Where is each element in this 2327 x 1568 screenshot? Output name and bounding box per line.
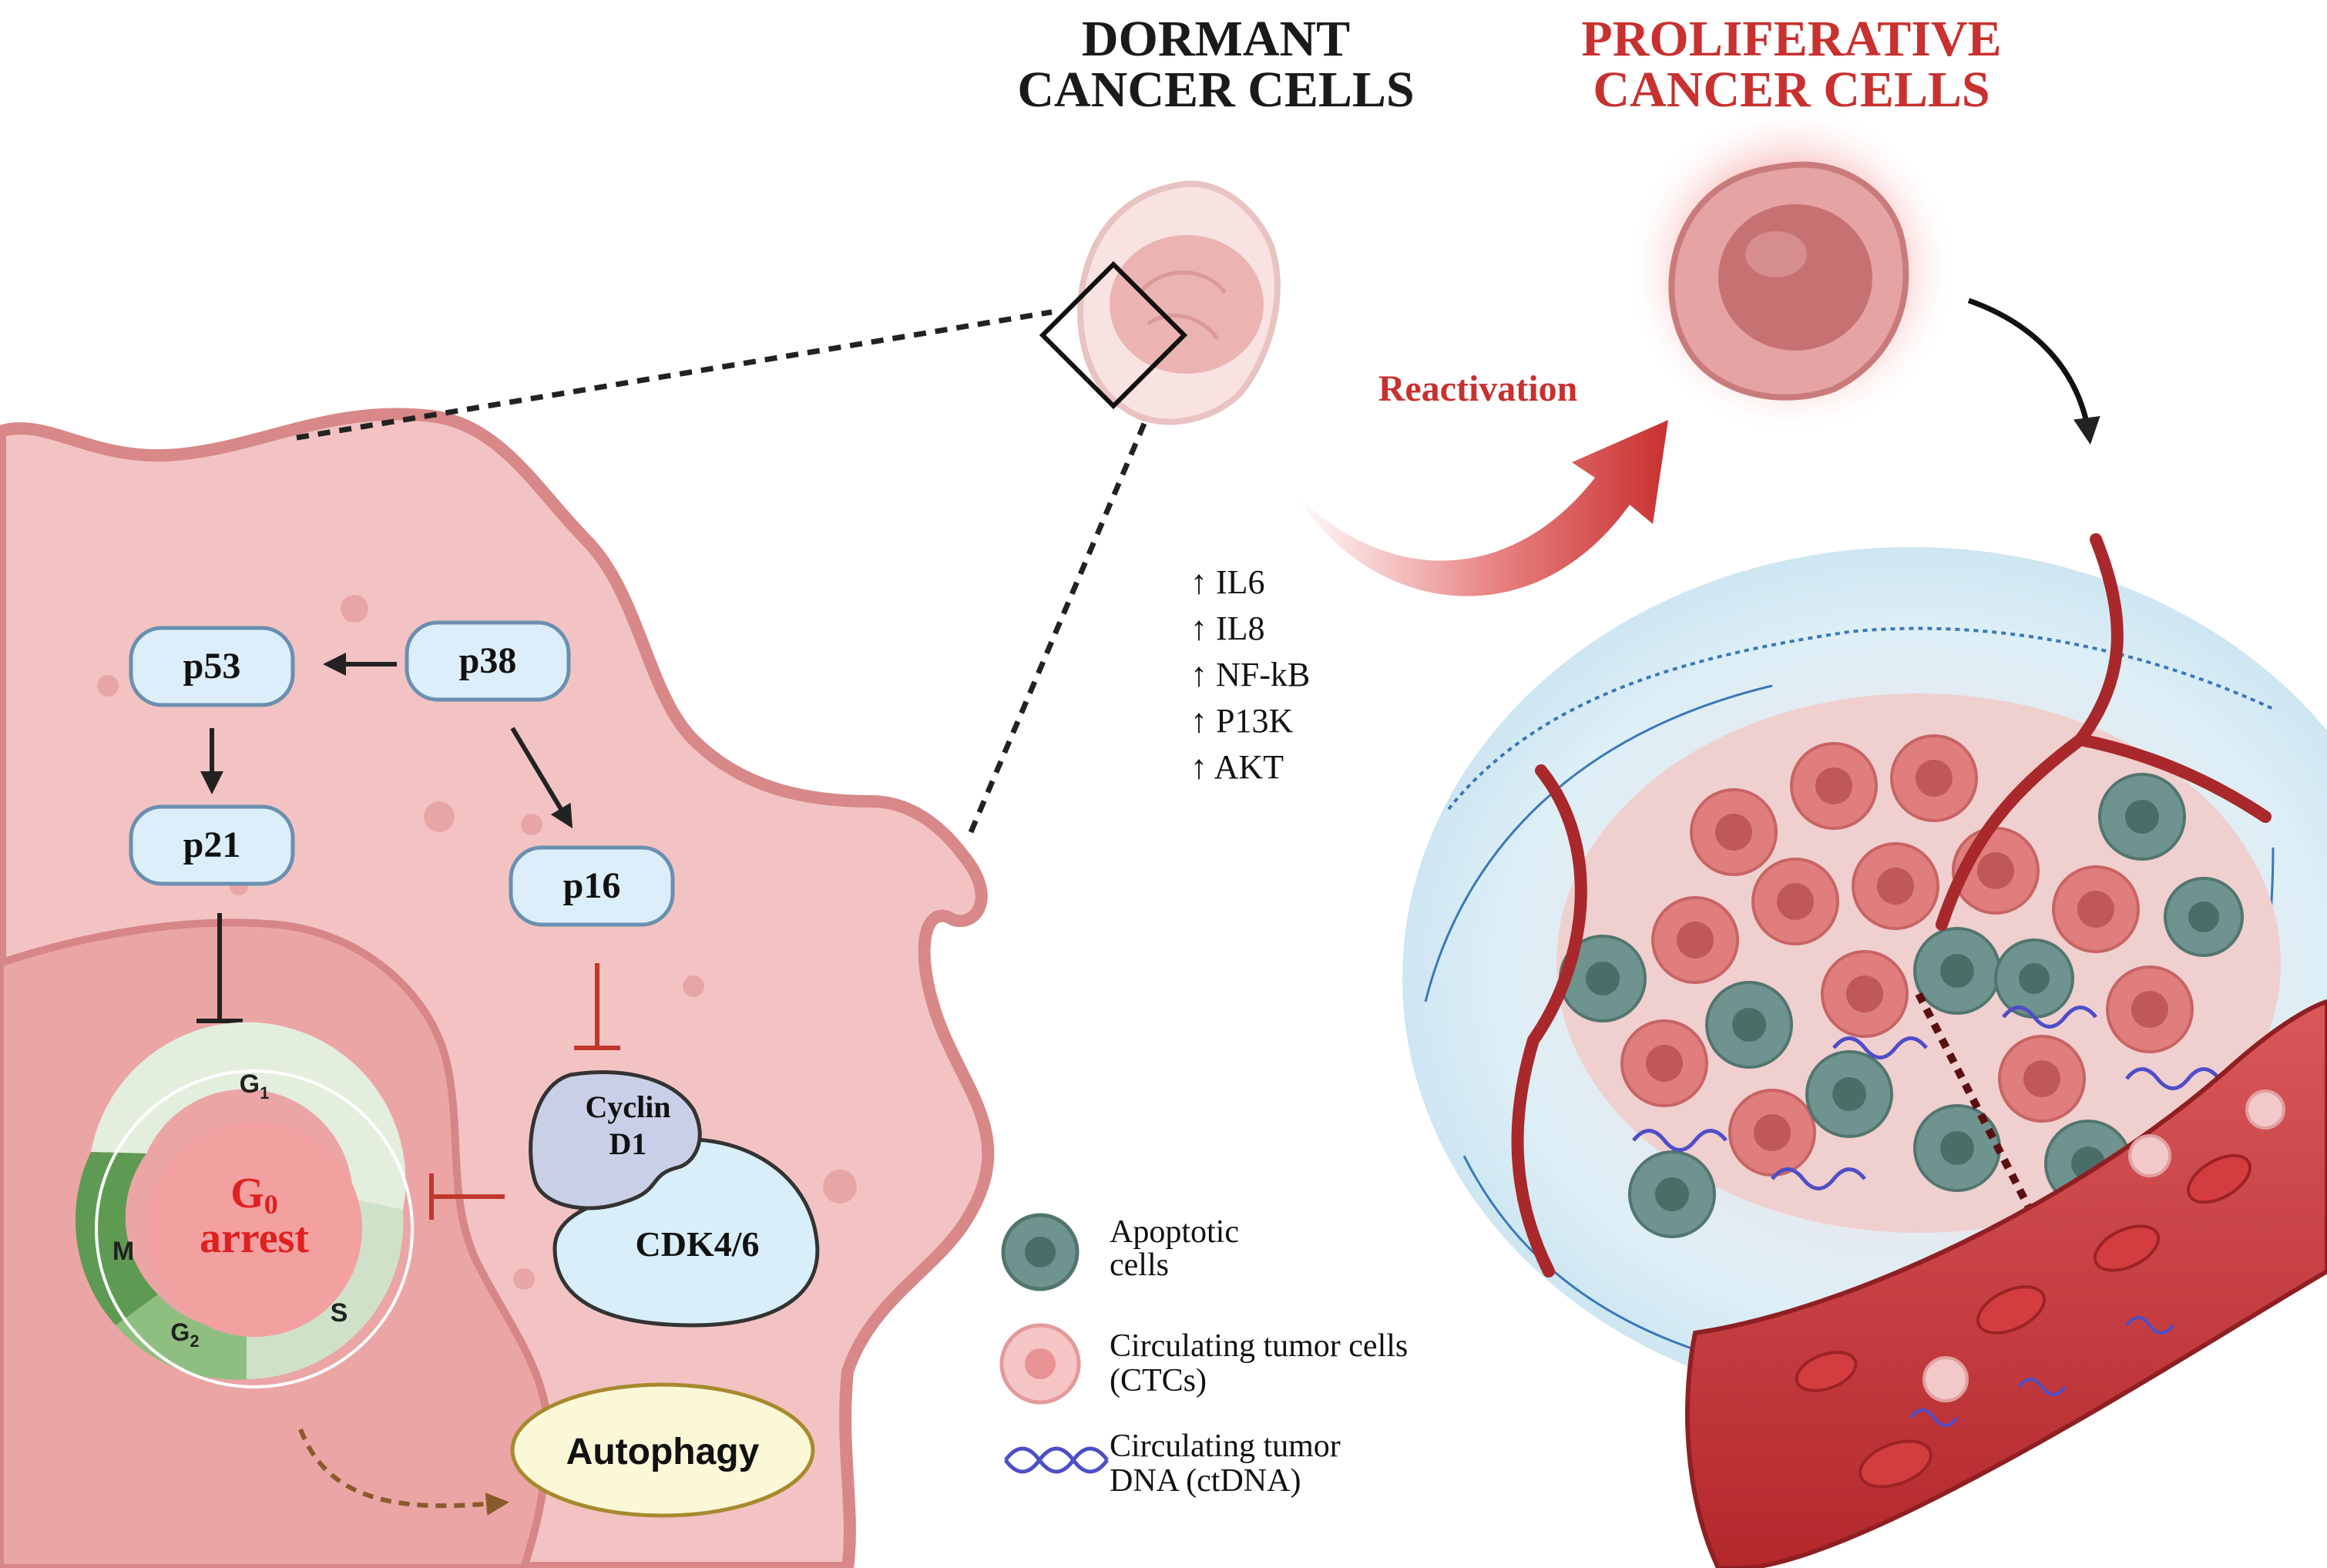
dormant-cell [1039,180,1281,425]
svg-text:CDK4/6: CDK4/6 [636,1224,760,1264]
svg-text:↑ P13K: ↑ P13K [1190,702,1293,740]
cyclin-d1-shape: Cyclin D1 [529,1069,702,1210]
inhibit-cyclin-cycle [429,1173,505,1220]
svg-text:D1: D1 [609,1126,647,1161]
svg-text:Cyclin: Cyclin [585,1090,670,1124]
svg-text:↑ NF-kB: ↑ NF-kB [1190,656,1310,693]
signals-list: ↑ IL6 ↑ IL8 ↑ NF-kB ↑ P13K ↑ AKT [1190,563,1310,786]
inhibit-p21-cycle [196,913,243,1023]
legend-ctdna-label: Circulating tumor [1110,1429,1341,1464]
svg-text:↑ IL8: ↑ IL8 [1190,609,1265,647]
legend-apoptotic-label: Apoptotic [1110,1214,1239,1250]
arrow-to-tumor [1967,297,2100,445]
svg-text:p21: p21 [183,824,241,865]
zoom-line-bottom [968,413,1151,834]
proliferative-cell [1626,104,1957,435]
svg-text:DORMANT: DORMANT [1082,11,1350,67]
cell-cycle-wheel: G1 M G2 S G0 arrest [75,1022,414,1388]
svg-text:p38: p38 [459,640,517,681]
svg-text:↑ IL6: ↑ IL6 [1190,563,1265,601]
svg-text:p16: p16 [563,865,621,906]
arrow-to-autophagy [298,1428,509,1516]
legend-apoptotic-icon [1001,1213,1080,1291]
dormant-cell-zoom [0,408,995,1568]
svg-text:S: S [331,1298,348,1328]
svg-text:CANCER CELLS: CANCER CELLS [1017,62,1414,118]
legend-ctc-icon [999,1323,1081,1405]
legend-ctdna-label-2: DNA (ctDNA) [1110,1463,1301,1499]
node-p21: p21 [129,804,295,886]
legend: Apoptotic cells Circulating tumor cells … [999,1213,1408,1499]
autophagy-node: Autophagy [510,1382,815,1518]
legend-apoptotic-label-2: cells [1110,1247,1169,1283]
legend-ctdna-icon [1003,1446,1110,1474]
blood-vessel [1685,999,2327,1568]
node-p16: p16 [509,845,675,927]
node-p53: p53 [129,626,295,707]
tumor-mass [1402,533,2327,1410]
svg-text:M: M [112,1237,134,1266]
svg-text:↑ AKT: ↑ AKT [1190,748,1284,786]
title-dormant: DORMANT CANCER CELLS [1017,11,1414,118]
svg-text:G0: G0 [230,1170,278,1220]
reactivation-arrow: Reactivation [1294,368,1668,596]
svg-text:p53: p53 [183,646,241,687]
legend-ctc-label-2: (CTCs) [1110,1363,1207,1398]
title-proliferative: PROLIFERATIVE CANCER CELLS [1581,11,2001,118]
inhibit-p16-cyclin [574,963,620,1050]
node-p38: p38 [405,620,571,702]
legend-ctc-label: Circulating tumor cells [1110,1328,1408,1364]
svg-text:arrest: arrest [200,1214,309,1262]
svg-text:Reactivation: Reactivation [1378,368,1578,409]
arrow-p38-p16 [510,727,573,829]
cdk46-shape: CDK4/6 [552,1137,820,1328]
svg-text:PROLIFERATIVE: PROLIFERATIVE [1581,11,2001,67]
zoom-line-top [296,309,1053,441]
svg-text:G1: G1 [240,1069,270,1103]
svg-text:Autophagy: Autophagy [566,1432,760,1472]
svg-text:G2: G2 [170,1318,199,1351]
